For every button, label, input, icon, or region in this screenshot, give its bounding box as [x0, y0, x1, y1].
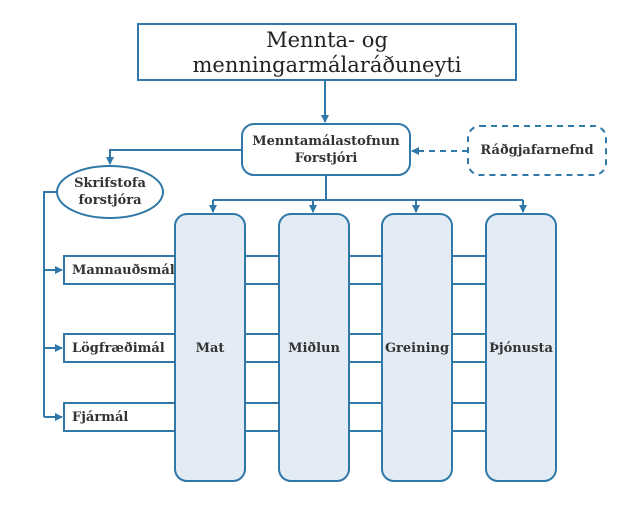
column-label-thjonusta: Þjónusta [489, 340, 553, 356]
support-box-logfraedimal [63, 333, 178, 363]
column-label-greining: Greining [384, 340, 450, 356]
edge-director-office [106, 149, 242, 165]
office-label-line2: forstjóra [78, 193, 142, 208]
column-label-midlun: Miðlun [288, 340, 340, 356]
office-label-line1: Skrifstofa [74, 176, 146, 191]
director-label-line2: Forstjóri [294, 150, 358, 166]
advisory-label: Ráðgjafarnefnd [468, 126, 606, 175]
support-label-logfraedimal: Lögfræðimál [72, 340, 165, 356]
column-midlun [278, 213, 350, 482]
ministry-label: Mennta- og menningarmálaráðuneyti [138, 26, 516, 80]
office-label: Skrifstofa forstjóra [57, 166, 163, 218]
cross-bars [245, 255, 486, 432]
column-greining [381, 213, 453, 482]
support-label-fjarmal: Fjármál [72, 409, 129, 425]
director-label-line1: Menntamálastofnun [252, 133, 400, 149]
ministry-label-line2: menningarmálaráðuneyti [192, 53, 462, 77]
ministry-box [137, 23, 517, 81]
column-mat [174, 213, 246, 482]
edge-office-spine [43, 191, 57, 417]
advisory-label-text: Ráðgjafarnefnd [480, 143, 594, 158]
column-label-mat: Mat [195, 340, 225, 356]
support-label-mannaudsmal: Mannauðsmál [72, 262, 175, 278]
director-label: Menntamálastofnun Forstjóri [242, 124, 410, 175]
column-thjonusta [485, 213, 557, 482]
ministry-label-line1: Mennta- og [266, 28, 388, 52]
